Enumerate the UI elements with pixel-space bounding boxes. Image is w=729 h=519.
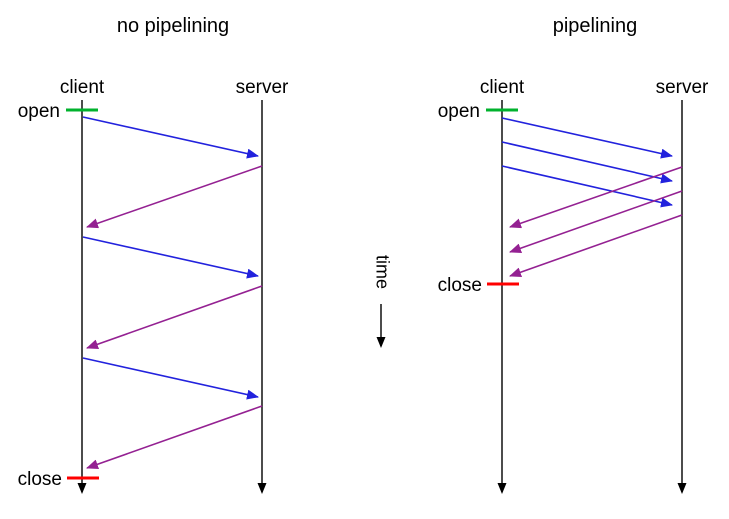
client-label: client xyxy=(480,77,525,98)
response-arrow xyxy=(509,214,683,278)
server-label: server xyxy=(656,77,709,98)
request-arrow xyxy=(501,141,673,184)
response-arrow xyxy=(86,405,263,470)
response-arrow xyxy=(509,190,683,254)
time-axis-label: time xyxy=(372,255,392,289)
no-pipelining-arrows xyxy=(82,116,263,470)
client-label: client xyxy=(60,77,105,98)
response-arrow xyxy=(509,166,683,229)
close-label: close xyxy=(438,275,482,296)
request-arrow xyxy=(82,236,259,279)
request-arrow xyxy=(82,357,259,400)
panel-title-pipelining: pipelining xyxy=(553,15,638,37)
server-label: server xyxy=(236,77,289,98)
response-arrow xyxy=(86,285,263,350)
open-label: open xyxy=(438,101,480,122)
request-arrow xyxy=(501,165,673,208)
close-label: close xyxy=(18,469,62,490)
pipelining-arrows xyxy=(501,117,683,278)
open-label: open xyxy=(18,101,60,122)
panel-title-no-pipelining: no pipelining xyxy=(117,15,229,37)
request-arrow xyxy=(82,116,259,159)
response-arrow xyxy=(86,165,263,229)
request-arrow xyxy=(501,117,673,159)
